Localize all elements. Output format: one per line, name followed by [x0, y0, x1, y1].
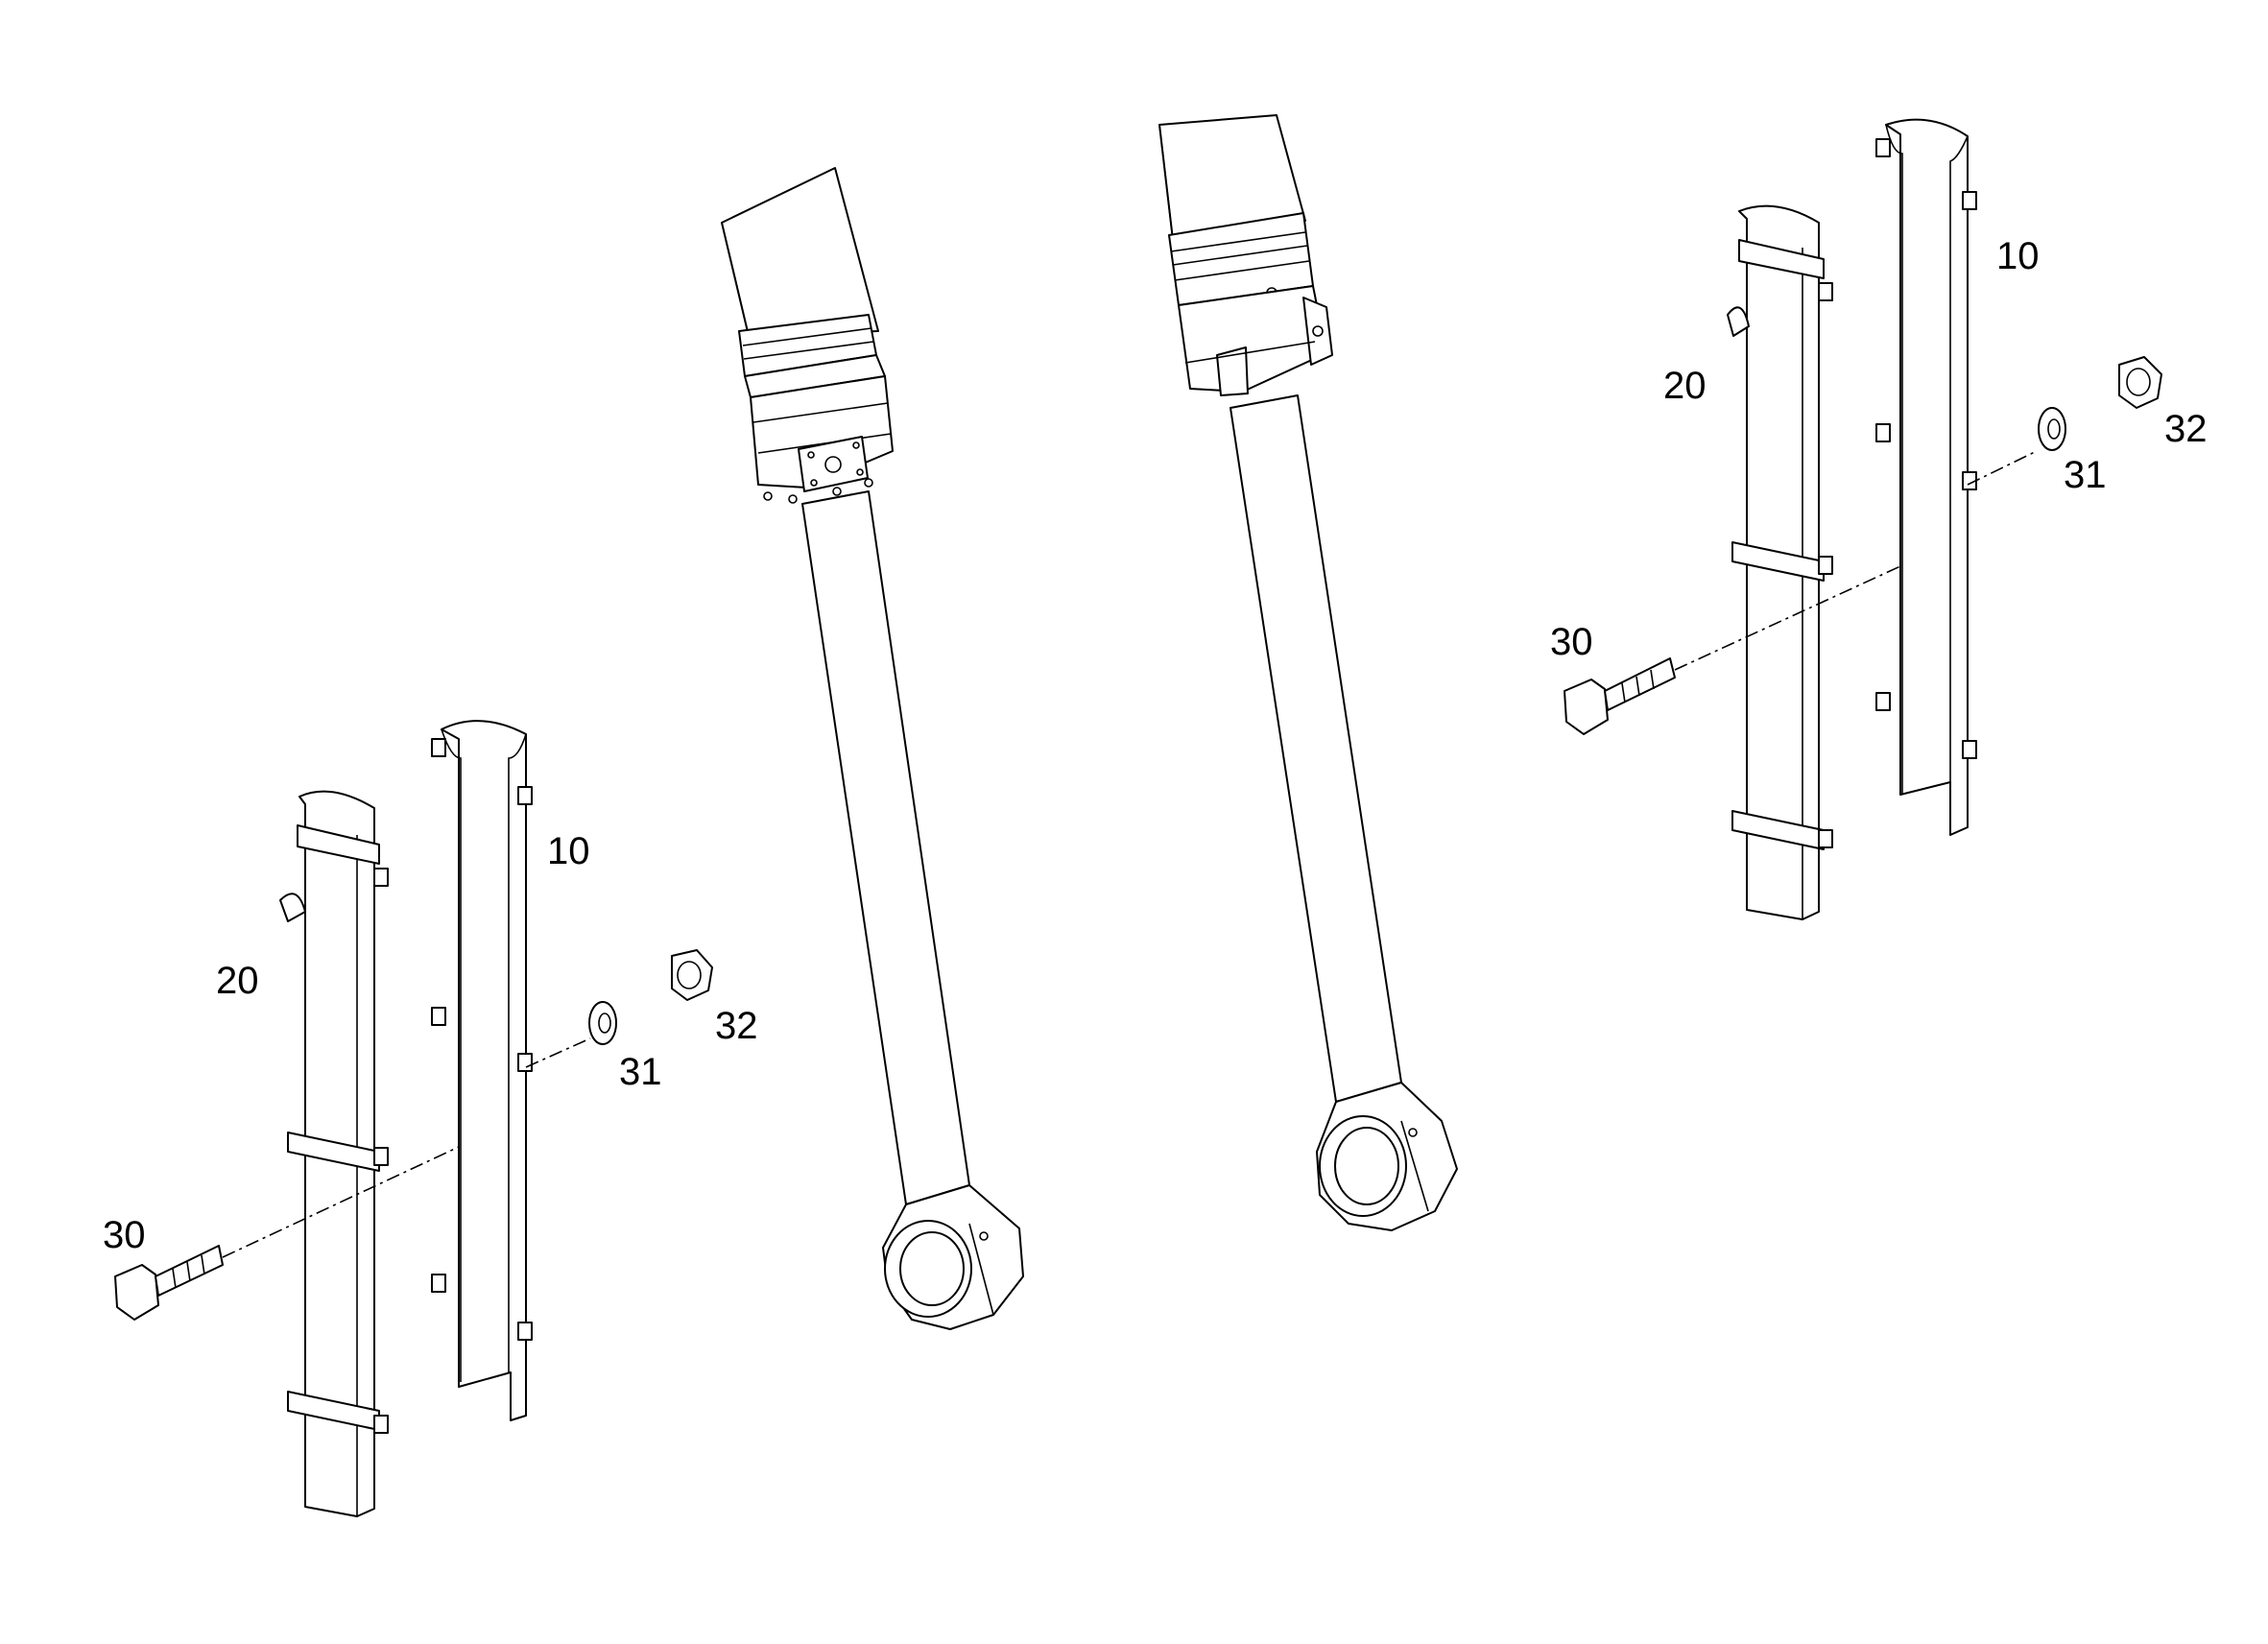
washer-31-right [2038, 407, 2066, 451]
label-31-right: 31 [2064, 454, 2107, 496]
washer-31-left [588, 1001, 617, 1045]
label-32-left: 32 [715, 1005, 758, 1047]
label-20-right: 20 [1663, 365, 1707, 407]
tube-guard-20-left [279, 790, 389, 1517]
channel-guard-10-left [431, 720, 533, 1421]
nut-32-right [2118, 356, 2162, 409]
guard-assembly-right: 10 20 30 31 32 [1550, 118, 2208, 920]
label-20-left: 20 [216, 960, 259, 1002]
tube-guard-20-right [1727, 204, 1833, 920]
guard-assembly-left: 10 20 30 31 32 [103, 720, 758, 1517]
cylinder-left [721, 167, 1024, 1330]
label-32-right: 32 [2164, 408, 2208, 450]
label-30-right: 30 [1550, 621, 1593, 663]
bolt-30-right [1564, 657, 1676, 735]
bolt-30-left [114, 1245, 224, 1321]
nut-32-left [671, 949, 713, 1001]
cylinder-right [1158, 114, 1458, 1231]
channel-guard-10-right [1875, 118, 1977, 836]
label-31-left: 31 [619, 1051, 662, 1093]
label-30-left: 30 [103, 1214, 146, 1256]
label-10-left: 10 [547, 830, 590, 872]
label-10-right: 10 [1996, 235, 2040, 277]
